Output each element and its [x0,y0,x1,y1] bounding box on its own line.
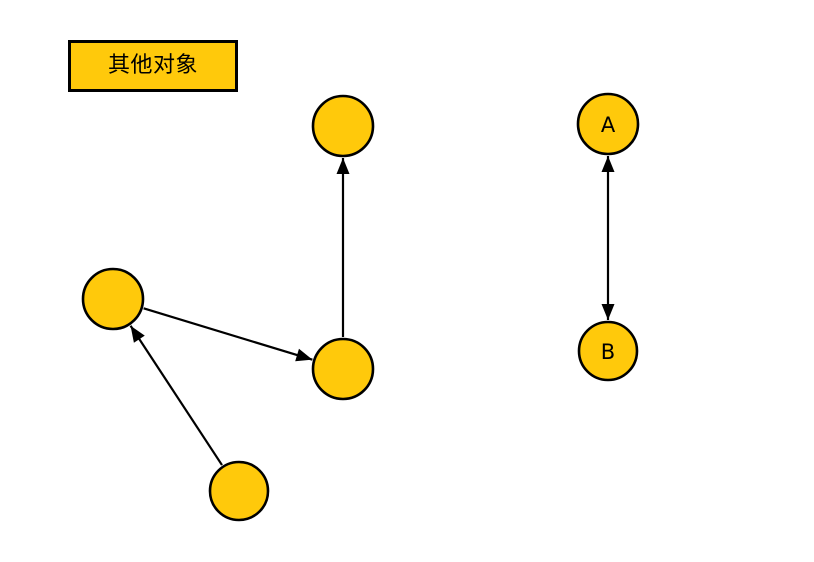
graph-node[interactable] [81,267,145,331]
node-circle [81,267,145,331]
graph-node[interactable] [311,94,375,158]
nodes-layer: AB [81,92,640,522]
node-circle [311,337,375,401]
node-circle [208,460,270,522]
arrow-head-start [601,304,615,320]
edge-n-bottom-to-n-left[interactable] [129,325,223,466]
graph-node-a[interactable]: A [576,92,640,156]
edges-layer [129,156,615,466]
node-circle [577,320,639,382]
graph-node-b[interactable]: B [577,320,639,382]
node-circle [311,94,375,158]
arrow-head-end [601,156,615,172]
legend-box: 其他对象 [68,40,238,92]
arrow-head-end [295,348,313,362]
edge-line [129,325,223,466]
graph-node[interactable] [311,337,375,401]
arrow-head-end [130,325,145,343]
node-circle [576,92,640,156]
arrow-head-end [336,158,350,174]
node-label: A [601,113,616,137]
edge-n-b-to-n-a[interactable] [601,156,615,320]
graph-node[interactable] [208,460,270,522]
edge-line [143,307,313,361]
node-label: B [601,340,615,364]
edge-n-left-to-n-middle[interactable] [143,307,313,362]
edge-n-middle-to-n-top[interactable] [336,158,350,337]
legend-label: 其他对象 [107,53,198,78]
